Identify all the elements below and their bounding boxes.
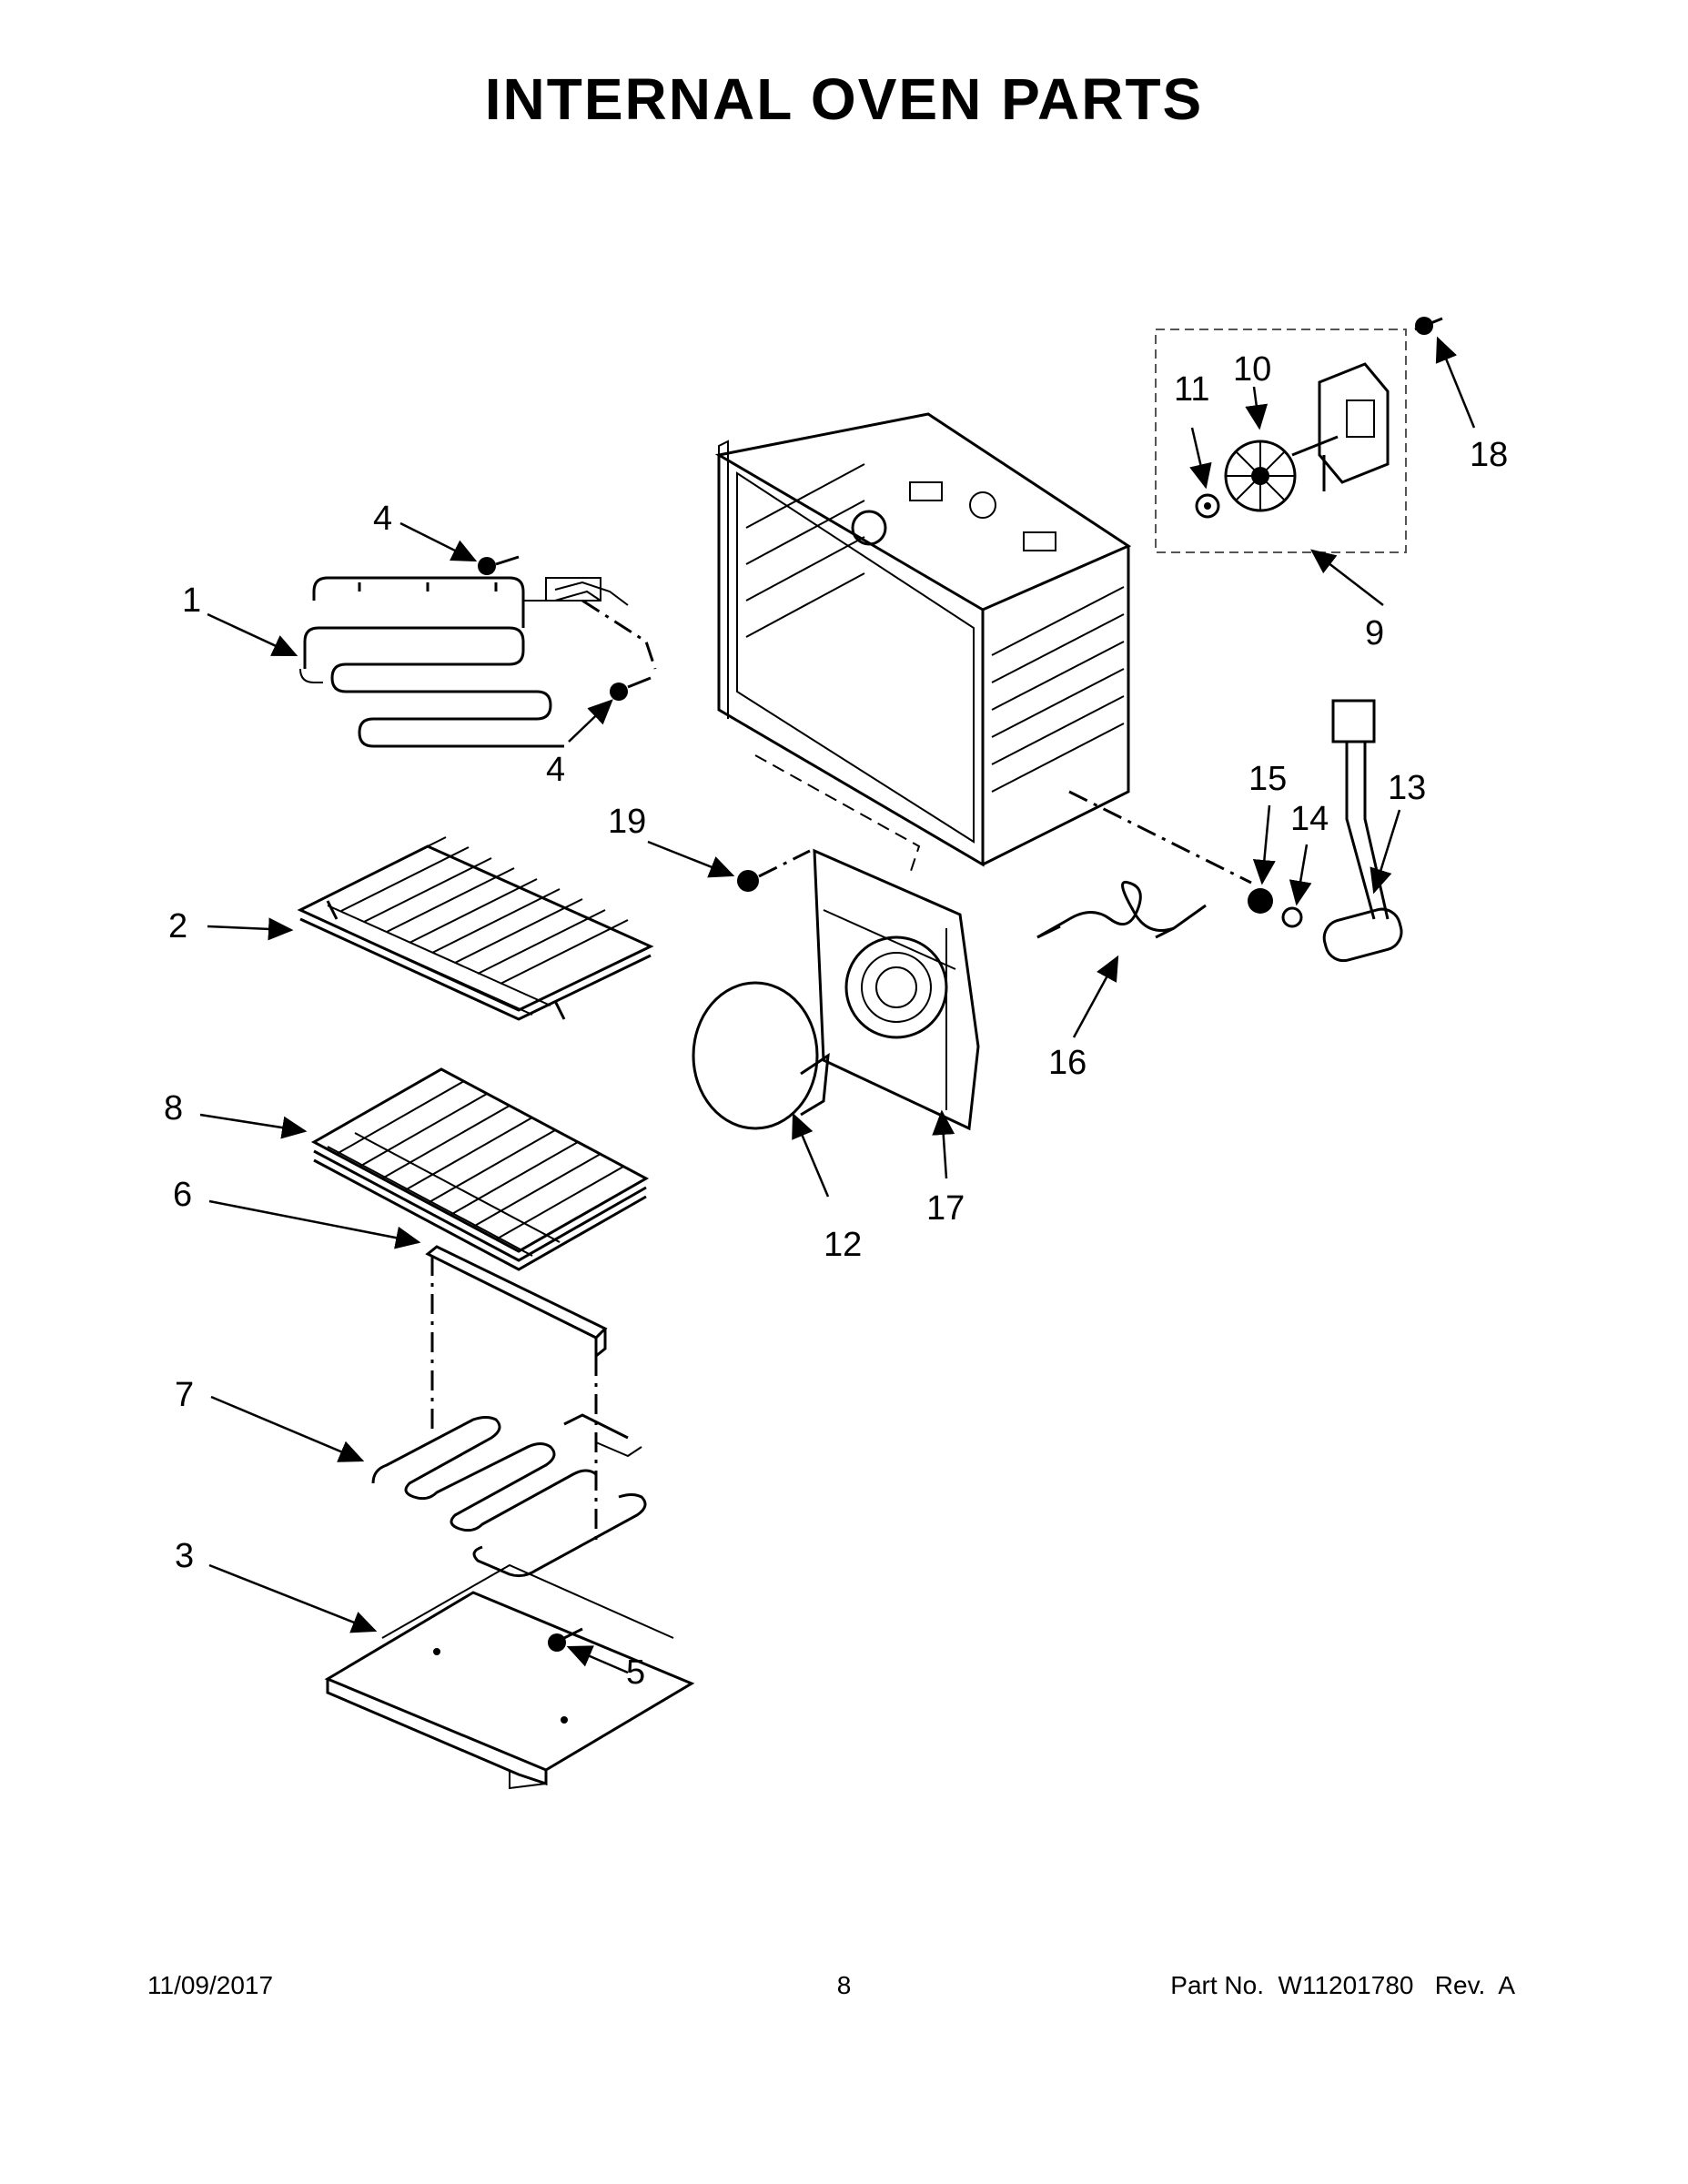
- oven-floor-part-3: [324, 1563, 695, 1790]
- leader-part-12: [792, 1112, 830, 1198]
- callout-11: 11: [1174, 370, 1209, 409]
- leader-part-3: [208, 1563, 378, 1633]
- callout-19: 19: [608, 803, 646, 841]
- callout-3: 3: [175, 1537, 194, 1575]
- bake-element-part-7: [371, 1413, 647, 1578]
- callout-4-upper: 4: [373, 500, 392, 538]
- page-title: INTERNAL OVEN PARTS: [484, 66, 1204, 132]
- screw-part-5: [548, 1627, 583, 1652]
- convection-motor-group-box-part-9: [1155, 329, 1407, 553]
- leader-part-10: [1245, 386, 1269, 430]
- callout-18: 18: [1470, 436, 1508, 474]
- leader-part-2: [207, 917, 294, 941]
- leader-part-14: [1289, 844, 1312, 906]
- leader-part-9: [1310, 549, 1384, 606]
- callout-8: 8: [164, 1089, 183, 1127]
- nut-part-11: [1195, 493, 1220, 519]
- element-trim-part-6: [425, 1245, 608, 1360]
- washer-part-14: [1281, 906, 1303, 928]
- broil-element-part-1: [299, 576, 629, 748]
- oven-cavity-main: [714, 412, 1132, 867]
- callout-5: 5: [626, 1653, 645, 1692]
- rear-panel-part-17: [813, 848, 980, 1131]
- callout-2: 2: [168, 907, 187, 945]
- leader-part-11: [1189, 427, 1212, 490]
- screw-part-19: [737, 849, 811, 892]
- leader-part-4-upper: [399, 521, 478, 562]
- callout-7: 7: [175, 1376, 194, 1414]
- broil-element-mount-line: [581, 599, 657, 670]
- leader-lines: [199, 336, 1476, 1674]
- footer-page-number: 8: [836, 1971, 852, 1999]
- leader-part-6: [208, 1199, 421, 1249]
- leader-part-19: [647, 840, 735, 878]
- leader-part-1: [207, 612, 298, 657]
- callout-1: 1: [182, 581, 201, 620]
- callout-16: 16: [1048, 1044, 1087, 1082]
- callout-10: 10: [1233, 350, 1271, 389]
- leader-part-15: [1252, 804, 1276, 885]
- rear-panel-outline-line: [754, 754, 921, 875]
- callout-17: 17: [926, 1189, 965, 1228]
- leader-part-8: [199, 1113, 308, 1139]
- oven-rack-part-2: [297, 836, 654, 1021]
- leader-part-18: [1435, 336, 1476, 429]
- leader-part-4-lower: [568, 699, 613, 743]
- convection-element-part-12: [692, 981, 830, 1130]
- callout-14: 14: [1290, 800, 1329, 838]
- callout-4-lower: 4: [546, 751, 565, 789]
- screw-part-4-lower: [610, 676, 652, 701]
- leader-part-13: [1370, 809, 1401, 895]
- callout-6: 6: [173, 1176, 192, 1214]
- convection-motor-bracket: [1291, 362, 1390, 491]
- meat-probe-part-16: [1036, 880, 1207, 939]
- screw-part-4-upper: [478, 555, 520, 575]
- leader-part-7: [210, 1395, 365, 1462]
- callout-15: 15: [1248, 760, 1287, 798]
- footer-date: 11/09/2017: [147, 1971, 274, 1999]
- fan-shaft-line: [1068, 790, 1252, 885]
- leader-part-16: [1072, 955, 1119, 1038]
- screw-part-18: [1414, 317, 1443, 335]
- callout-13: 13: [1388, 769, 1426, 807]
- leader-part-17: [932, 1109, 955, 1179]
- sliding-rack-part-8: [310, 1067, 650, 1271]
- callout-9: 9: [1365, 614, 1384, 652]
- footer-part-number: Part No. W11201780 Rev. A: [1170, 1971, 1515, 1999]
- fan-blade-part-10: [1224, 440, 1297, 512]
- leader-part-5: [566, 1645, 629, 1674]
- nut-part-15: [1248, 888, 1273, 914]
- callout-12: 12: [824, 1226, 862, 1264]
